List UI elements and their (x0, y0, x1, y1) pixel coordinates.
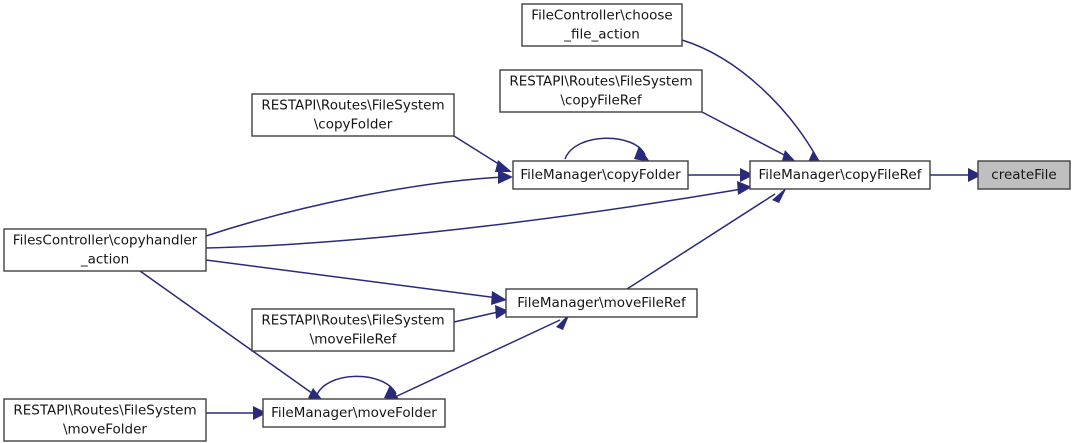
edge-filemanager-copyfileref-to-createfile (930, 168, 982, 182)
edge-filescontroller-copyhandler-action-to-filemanager-copyfileref (205, 181, 752, 249)
node-box[interactable] (262, 398, 446, 428)
node-box[interactable] (251, 308, 455, 352)
arrowhead-icon (495, 160, 512, 172)
arrowhead-icon (253, 406, 267, 420)
node-box[interactable] (3, 228, 207, 272)
edge-filemanager-copyfolder-to-filemanager-copyfileref (688, 168, 754, 182)
arrowhead-icon (772, 187, 787, 203)
arrowhead-icon (740, 168, 754, 182)
arrowhead-icon (498, 170, 513, 184)
edge-restapi-routes-filesystem-movefolder-to-filemanager-movefolder (206, 406, 267, 420)
edges-layer (139, 39, 982, 420)
graph-node-filescontroller-copyhandler-action[interactable]: FilesController\copyhandler_action (3, 228, 207, 272)
arrowhead-icon (495, 305, 509, 319)
edge-restapi-routes-filesystem-copyfolder-to-filemanager-copyfolder (453, 135, 512, 172)
node-box[interactable] (977, 160, 1071, 190)
edge-line (453, 311, 499, 323)
graph-node-filemanager-movefileref[interactable]: FileManager\moveFileRef (505, 288, 698, 318)
arrowhead-icon (634, 146, 650, 162)
edge-line (139, 270, 317, 397)
arrowhead-icon (968, 168, 982, 182)
node-box[interactable] (3, 398, 207, 442)
edge-filemanager-movefileref-to-filemanager-copyfileref (626, 187, 787, 290)
nodes-layer: FileController\choose_file_actionRESTAPI… (3, 3, 1071, 442)
edge-restapi-routes-filesystem-copyfileref-to-filemanager-copyfileref (701, 111, 798, 164)
edge-line (701, 111, 791, 159)
node-box[interactable] (499, 69, 703, 113)
edge-line (453, 135, 506, 169)
edge-line (681, 39, 818, 159)
edge-line (394, 319, 561, 398)
arrowhead-icon (491, 291, 507, 305)
edge-filemanager-movefolder-to-filemanager-movefolder (315, 375, 400, 401)
node-box[interactable] (512, 160, 689, 190)
graph-node-restapi-routes-filesystem-copyfileref[interactable]: RESTAPI\Routes\FileSystem\copyFileRef (499, 69, 703, 113)
graph-node-filecontroller-choose-file-action[interactable]: FileController\choose_file_action (521, 3, 683, 47)
graph-node-filemanager-movefolder[interactable]: FileManager\moveFolder (262, 398, 446, 428)
graph-node-filemanager-copyfileref[interactable]: FileManager\copyFileRef (749, 160, 931, 190)
edge-filemanager-copyfolder-to-filemanager-copyfolder (564, 137, 650, 162)
edge-line (205, 259, 499, 299)
edge-line (315, 375, 397, 398)
arrowhead-icon (737, 181, 752, 195)
graph-node-restapi-routes-filesystem-copyfolder[interactable]: RESTAPI\Routes\FileSystem\copyFolder (251, 93, 455, 137)
graph-node-createfile[interactable]: createFile (977, 160, 1071, 190)
graph-node-restapi-routes-filesystem-movefileref[interactable]: RESTAPI\Routes\FileSystem\moveFileRef (251, 308, 455, 352)
node-box[interactable] (505, 288, 698, 318)
edge-line (205, 188, 743, 249)
node-box[interactable] (251, 93, 455, 137)
node-box[interactable] (521, 3, 683, 47)
edge-filescontroller-copyhandler-action-to-filemanager-movefileref (205, 259, 507, 305)
graph-node-restapi-routes-filesystem-movefolder[interactable]: RESTAPI\Routes\FileSystem\moveFolder (3, 398, 207, 442)
edge-restapi-routes-filesystem-movefileref-to-filemanager-movefileref (453, 305, 509, 323)
edge-filecontroller-choose-file-action-to-filemanager-copyfileref (681, 39, 824, 167)
edge-line (205, 176, 506, 237)
edge-filescontroller-copyhandler-action-to-filemanager-copyfolder (205, 170, 513, 237)
graph-node-filemanager-copyfolder[interactable]: FileManager\copyFolder (512, 160, 689, 190)
edge-line (626, 193, 776, 290)
edge-line (564, 137, 646, 160)
node-box[interactable] (749, 160, 931, 190)
